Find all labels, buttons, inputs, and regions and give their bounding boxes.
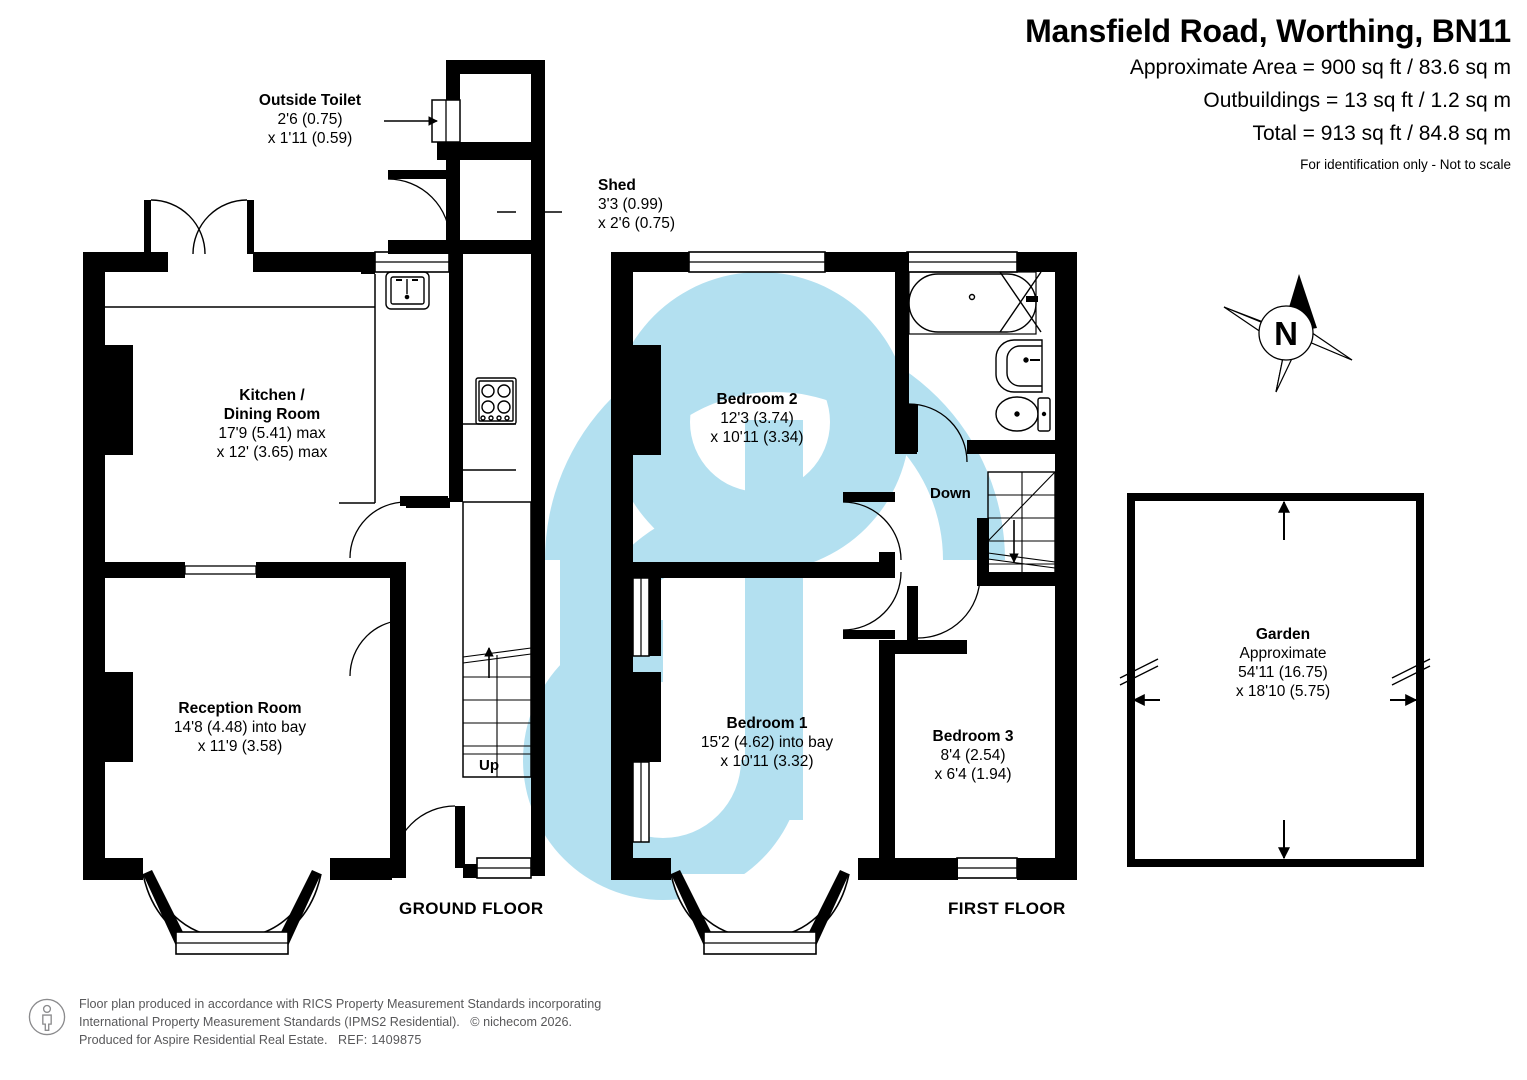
- room-label-outside-toilet: Outside Toilet 2'6 (0.75) x 1'11 (0.59): [259, 92, 361, 149]
- room-label-reception: Reception Room 14'8 (4.48) into bay x 11…: [174, 700, 306, 757]
- basin-icon: [995, 339, 1043, 393]
- window-bedroom1-left: [632, 761, 650, 843]
- kitchen-name-line2: Dining Room: [223, 405, 321, 423]
- shed-dim2: x 2'6 (0.75): [598, 214, 676, 232]
- bedroom1-dim2: x 10'11 (3.32): [720, 752, 814, 770]
- outside-toilet-dim2: x 1'11 (0.59): [267, 129, 353, 147]
- kitchen-tall-unit: [463, 423, 516, 471]
- bedroom2-dim2: x 10'11 (3.34): [710, 428, 804, 446]
- footer-block: Floor plan produced in accordance with R…: [28, 996, 601, 1050]
- window-bedroom3-front: [956, 857, 1018, 879]
- bay-window-bedroom1: [670, 870, 850, 955]
- room-label-bedroom3: Bedroom 3 8'4 (2.54) x 6'4 (1.94): [933, 728, 1014, 785]
- door-landing: [842, 571, 902, 639]
- reception-dim1: 14'8 (4.48) into bay: [173, 718, 307, 736]
- footer-line-2-group: International Property Measurement Stand…: [79, 1014, 601, 1032]
- bedroom3-dim2: x 6'4 (1.94): [934, 765, 1012, 783]
- kitchen-name-line1: Kitchen /: [239, 387, 305, 404]
- staircase-up: [462, 501, 532, 778]
- property-measurement-icon: [28, 998, 66, 1036]
- internal-opening-reception: [184, 565, 257, 575]
- reception-name: Reception Room: [178, 700, 302, 717]
- outbuildings: [384, 60, 562, 254]
- stairs-down-label: Down: [930, 485, 971, 502]
- shed-name: Shed: [598, 177, 636, 194]
- kitchen-dim1: 17'9 (5.41) max: [218, 424, 326, 442]
- outside-toilet-dim1: 2'6 (0.75): [277, 110, 343, 128]
- bedroom2-name: Bedroom 2: [716, 391, 798, 408]
- bedroom1-dim1: 15'2 (4.62) into bay: [700, 733, 834, 751]
- sink-icon: [385, 271, 430, 310]
- bathtub-icon: [908, 271, 1042, 335]
- bedroom3-dim1: 8'4 (2.54): [940, 746, 1006, 764]
- outside-toilet-name: Outside Toilet: [258, 92, 362, 109]
- garden-approx: Approximate: [1239, 644, 1327, 662]
- bedroom2-dim1: 12'3 (3.74): [720, 409, 794, 427]
- door-bathroom: [908, 403, 968, 463]
- bay-window-reception: [142, 870, 322, 955]
- garden-dim2: x 18'10 (5.75): [1235, 682, 1331, 700]
- compass-rose: N: [1223, 274, 1353, 393]
- hob-icon: [475, 377, 517, 425]
- header-block: Mansfield Road, Worthing, BN11 Approxima…: [1025, 13, 1511, 172]
- watermark-logo: [523, 272, 1005, 900]
- footer-line-3: Produced for Aspire Residential Real Est…: [79, 1032, 328, 1047]
- kitchen-units: [104, 274, 376, 504]
- footer-copyright: © nichecom 2026.: [470, 1014, 572, 1029]
- approximate-area-line: Approximate Area = 900 sq ft / 83.6 sq m: [1129, 56, 1511, 80]
- window-bathroom-top: [906, 251, 1018, 273]
- room-label-bedroom2: Bedroom 2 12'3 (3.74) x 10'11 (3.34): [710, 391, 803, 448]
- ground-floor-plan: [83, 60, 562, 955]
- room-label-bedroom1: Bedroom 1 15'2 (4.62) into bay x 10'11 (…: [701, 715, 833, 772]
- window-bedroom2-top: [688, 251, 826, 273]
- total-area-line: Total = 913 sq ft / 84.8 sq m: [1252, 122, 1511, 146]
- window-kitchen-top: [374, 251, 450, 273]
- bedroom1-name: Bedroom 1: [726, 715, 808, 732]
- footer-line-1: Floor plan produced in accordance with R…: [79, 997, 602, 1011]
- page-title: Mansfield Road, Worthing, BN11: [1025, 13, 1511, 49]
- footer-line-2: International Property Measurement Stand…: [79, 1014, 460, 1029]
- room-label-shed: Shed 3'3 (0.99) x 2'6 (0.75): [598, 177, 675, 234]
- kitchen-dim2: x 12' (3.65) max: [216, 443, 328, 461]
- garden-break-marks: [1119, 658, 1431, 686]
- door-bedroom2: [842, 492, 902, 561]
- ground-floor-label: GROUND FLOOR: [399, 899, 544, 918]
- compass-north-label: N: [1274, 315, 1298, 352]
- stairs-up-label: Up: [479, 757, 499, 774]
- shed-door: [387, 170, 451, 242]
- room-label-garden: Garden Approximate 54'11 (16.75) x 18'10…: [1236, 626, 1330, 702]
- first-floor-label: FIRST FLOOR: [948, 899, 1066, 918]
- reception-dim2: x 11'9 (3.58): [197, 737, 283, 755]
- first-floor-plan: [611, 251, 1077, 955]
- window-bedroom2-left: [632, 577, 650, 657]
- toilet-icon: [995, 396, 1051, 432]
- garden-block: [1119, 493, 1431, 867]
- front-door: [392, 805, 465, 869]
- garden-name: Garden: [1255, 626, 1311, 643]
- shed-dim1: 3'3 (0.99): [598, 195, 663, 213]
- footer-line-3-group: Produced for Aspire Residential Real Est…: [79, 1032, 601, 1050]
- bedroom3-name: Bedroom 3: [932, 728, 1014, 745]
- footer-reference: REF: 1409875: [338, 1032, 422, 1047]
- garden-dim1: 54'11 (16.75): [1238, 663, 1328, 681]
- window-hall-front: [476, 857, 532, 879]
- french-doors-kitchen: [144, 199, 254, 255]
- room-label-kitchen-dining: Kitchen / Dining Room 17'9 (5.41) max x …: [217, 387, 328, 463]
- outbuildings-area-line: Outbuildings = 13 sq ft / 1.2 sq m: [1203, 89, 1511, 113]
- identification-disclaimer: For identification only - Not to scale: [1300, 156, 1511, 172]
